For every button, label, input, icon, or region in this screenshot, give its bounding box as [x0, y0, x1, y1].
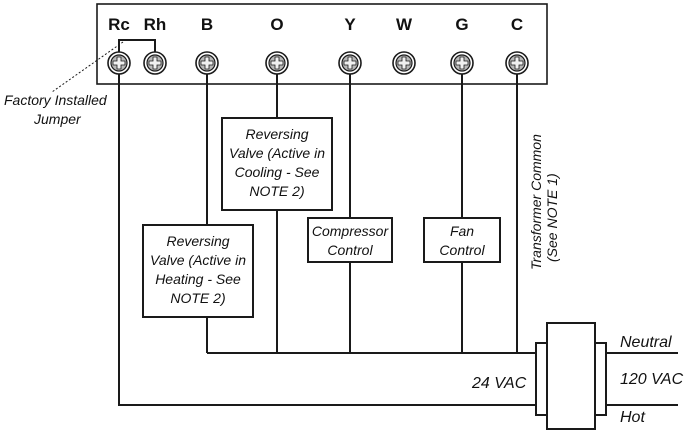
screw-terminal-w — [392, 51, 416, 75]
terminal-label-c: C — [511, 15, 523, 34]
screw-terminal-b — [195, 51, 219, 75]
neutral-label: Neutral — [620, 334, 672, 351]
fan-line1: Fan — [450, 223, 474, 239]
reversing-heating-line4: NOTE 2) — [170, 290, 225, 306]
compressor-control-box — [307, 217, 393, 263]
fan-control-box — [423, 217, 501, 263]
primary-voltage-label: 120 VAC — [620, 371, 684, 388]
factory-jumper — [118, 39, 156, 55]
hot-label: Hot — [620, 409, 645, 426]
jumper-leader-line — [51, 41, 124, 93]
terminal-strip — [96, 3, 548, 85]
reversing-heating-line2: Valve (Active in — [150, 252, 246, 268]
terminal-label-o: O — [270, 15, 283, 34]
screw-terminal-g — [450, 51, 474, 75]
secondary-voltage-label: 24 VAC — [471, 375, 527, 392]
wire-rc-hot — [118, 74, 536, 406]
fan-line2: Control — [439, 242, 485, 258]
compressor-line2: Control — [327, 242, 373, 258]
reversing-cooling-line4: NOTE 2) — [249, 183, 304, 199]
reversing-valve-heating-box — [142, 224, 254, 318]
terminal-label-w: W — [396, 15, 413, 34]
transformer — [535, 322, 607, 430]
terminal-label-y: Y — [344, 15, 356, 34]
reversing-cooling-line1: Reversing — [245, 126, 308, 142]
terminal-label-rc: Rc — [108, 15, 130, 34]
reversing-valve-cooling-box — [221, 117, 333, 211]
reversing-heating-line1: Reversing — [166, 233, 229, 249]
reversing-cooling-line2: Valve (Active in — [229, 145, 325, 161]
terminal-label-b: B — [201, 15, 213, 34]
screw-terminal-y — [338, 51, 362, 75]
transformer-common-line2: (See NOTE 1) — [544, 173, 560, 262]
reversing-heating-line3: Heating - See — [155, 271, 241, 287]
screw-terminal-rh — [143, 51, 167, 75]
transformer-common-line1: Transformer Common — [528, 134, 544, 270]
jumper-label-line2: Jumper — [33, 111, 82, 127]
terminal-label-rh: Rh — [144, 15, 167, 34]
jumper-label-line1: Factory Installed — [4, 92, 108, 108]
screw-terminal-rc — [107, 51, 131, 75]
terminal-label-g: G — [455, 15, 468, 34]
screw-terminal-o — [265, 51, 289, 75]
screw-terminal-c — [505, 51, 529, 75]
reversing-cooling-line3: Cooling - See — [235, 164, 320, 180]
compressor-line1: Compressor — [312, 223, 390, 239]
